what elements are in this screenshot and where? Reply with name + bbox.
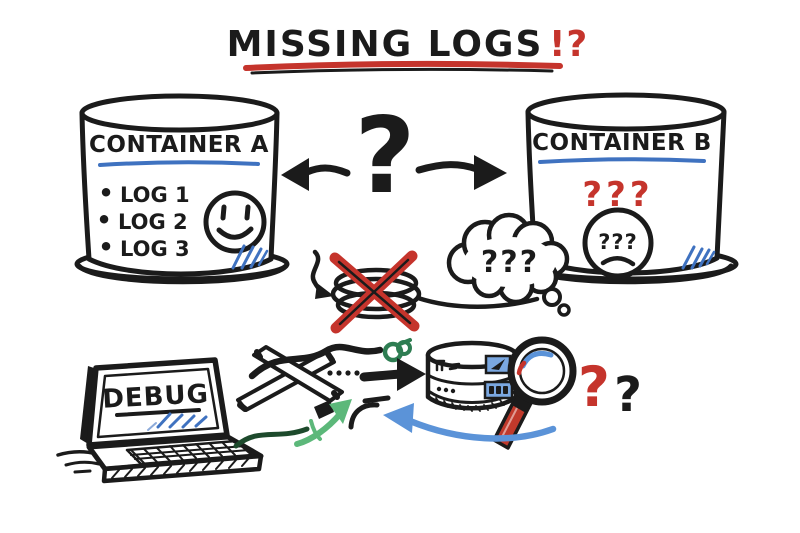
magnifier-icon — [492, 336, 577, 450]
green-cable-icon — [233, 426, 310, 449]
container-b-label: CONTAINER B — [532, 130, 712, 156]
left-arrow-icon — [281, 158, 351, 191]
log-list: • LOG 1 • LOG 2 • LOG 3 — [96, 179, 189, 261]
red-question-mark: ? — [578, 355, 610, 419]
container-a-underline — [98, 160, 260, 167]
log-label: LOG 2 — [118, 210, 188, 234]
blue-arrow-icon — [383, 403, 557, 442]
screen-bezel — [96, 367, 220, 439]
server-indicator-lights — [489, 386, 508, 394]
smiley-face-icon — [203, 190, 267, 254]
hook-icon — [348, 395, 391, 430]
arrow-to-server-icon — [359, 358, 426, 391]
tangled-cable-icon — [248, 343, 384, 380]
debug-flow-group: ? ? — [233, 336, 642, 450]
container-a: CONTAINER A • LOG 1 • LOG 2 • LOG 3 — [74, 93, 290, 285]
server-label-scribbles — [434, 359, 461, 372]
log-label: LOG 3 — [120, 237, 190, 261]
right-arrow-icon — [415, 155, 507, 190]
cable-connector — [314, 400, 334, 419]
title-group: MISSING LOGS !? — [227, 24, 588, 75]
black-question-mark: ? — [614, 367, 642, 423]
thought-question-marks: ??? — [481, 245, 539, 280]
container-b-underline — [538, 157, 706, 164]
container-a-label: CONTAINER A — [89, 132, 269, 158]
page-title: MISSING LOGS — [227, 24, 544, 65]
title-underline — [243, 60, 563, 75]
log-item: • LOG 2 — [96, 206, 187, 234]
front-edge-hatch — [111, 457, 250, 479]
blue-hatch-marks-a — [231, 244, 269, 270]
log-bullet: • — [96, 206, 111, 234]
server-send-icon — [491, 359, 505, 370]
green-arrow-icon — [294, 399, 352, 447]
debug-underline — [115, 408, 201, 417]
log-item: • LOG 1 — [98, 179, 189, 207]
curvy-arrow-icon — [310, 249, 334, 299]
thought-bubble: ??? — [446, 212, 571, 317]
connection-group: ? — [281, 95, 507, 217]
big-question-mark: ? — [355, 95, 416, 217]
thought-cloud-icon — [446, 212, 571, 317]
laptop-icon: DEBUG — [56, 357, 264, 484]
log-item: • LOG 3 — [98, 233, 189, 261]
keyboard — [125, 439, 254, 466]
screen-blue-hatch — [147, 412, 208, 431]
log-bullet: • — [98, 179, 113, 207]
red-x-icon — [329, 250, 420, 334]
confused-face-icon: ??? — [582, 207, 654, 279]
log-bullet: • — [98, 233, 113, 261]
title-accent-punctuation: !? — [549, 24, 588, 65]
knot-icon — [382, 338, 412, 363]
log-label: LOG 1 — [120, 183, 190, 207]
container-b: CONTAINER B ??? ??? — [517, 92, 739, 285]
face-question-marks: ??? — [598, 230, 638, 254]
server-icon — [425, 340, 519, 412]
blue-hatch-marks-b — [681, 245, 716, 270]
dotted-line — [327, 370, 360, 376]
